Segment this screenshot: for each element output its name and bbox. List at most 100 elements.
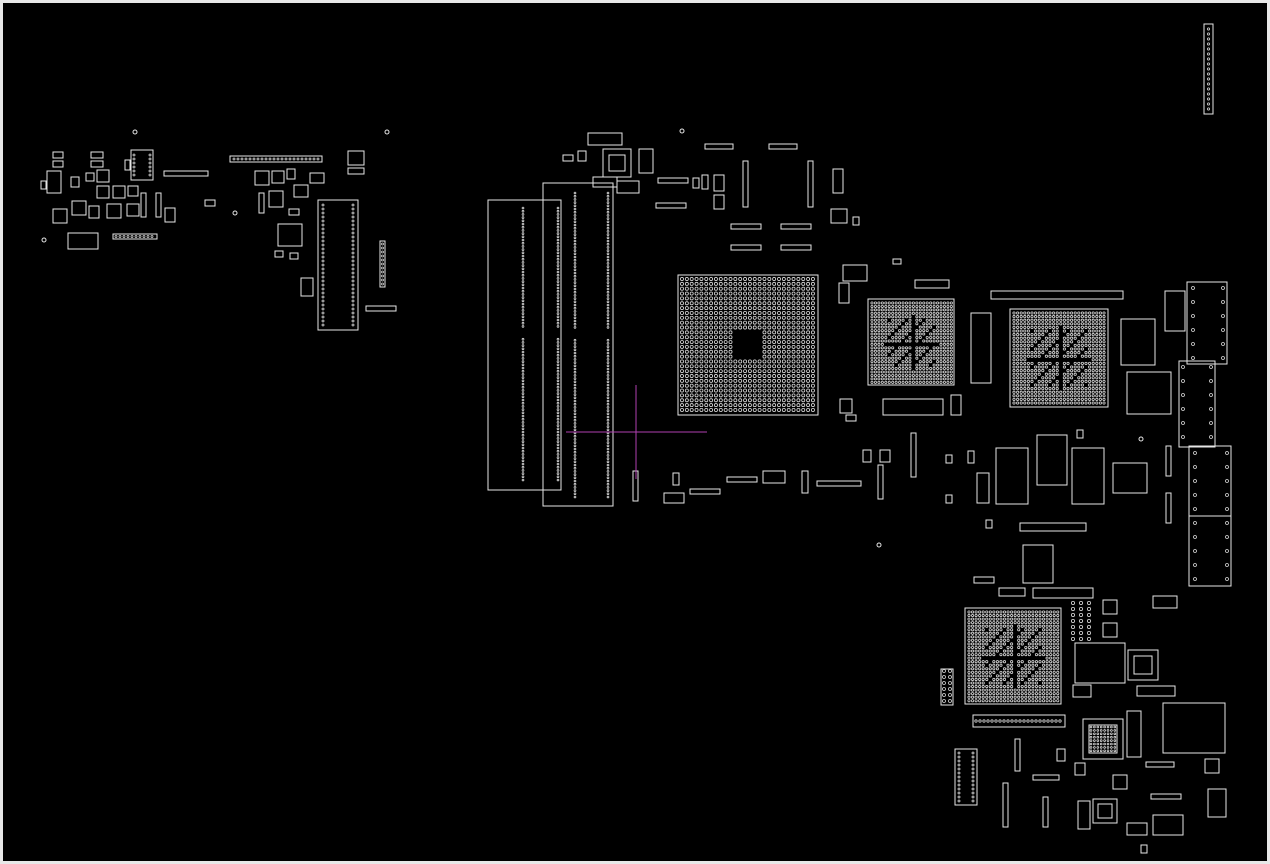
bga-ball [718,296,723,301]
slot-pin [606,495,610,499]
bga-ball [925,335,929,340]
bga-ball [1048,315,1052,319]
pcb-layout[interactable] [3,3,1267,861]
bga-ball [992,631,996,635]
boardview-canvas[interactable] [3,3,1267,861]
bga-ball [974,610,978,614]
bga-ball [738,291,743,296]
header-pin [321,291,325,295]
bga-ball [1080,394,1084,398]
slot-pin [521,385,525,389]
bga-ball [1095,372,1099,376]
bga-ball [1006,628,1010,632]
bga-ball [1044,390,1048,394]
slot-pin [521,453,525,456]
slot-pin [573,281,577,284]
bga-ball [1027,699,1031,703]
bga-ball [1052,656,1056,660]
bga-ball [1055,365,1059,369]
header-pin [321,271,325,275]
connector-pin [974,719,978,723]
bga-ball [932,356,936,360]
bga-ball [1088,333,1092,337]
bga-ball [1073,325,1077,329]
bga-ball [915,380,919,384]
bga-ball [1091,333,1095,337]
bga-ball [1091,365,1095,369]
bga-ball [995,688,999,692]
bga-ball [777,359,781,364]
ic-pin [1099,746,1103,749]
bga-ball [699,320,704,325]
pad-component [1152,595,1178,609]
bga-ball [1049,656,1053,660]
bga-ball [743,378,748,383]
bga-ball [1010,624,1014,628]
bga-ball [1019,315,1023,319]
via-pin [1071,619,1076,624]
bga-ball [684,286,689,291]
bga-ball [1095,343,1099,347]
bga-ball [1012,311,1016,315]
bga-ball [915,332,919,336]
port-pin [1181,393,1185,397]
bga-ball [796,315,801,320]
bga-ball [929,377,933,381]
bga-ball [1038,610,1042,614]
slot-pin [606,201,610,204]
bga-ball [880,373,884,377]
bga-ball [949,377,953,381]
bga-ball [1070,315,1074,319]
bga-ball [1041,315,1045,319]
bga-ball [796,291,801,296]
bga-ball [1052,660,1056,664]
bga-ball [925,377,929,381]
bga-ball [1017,614,1021,618]
bga-ball [939,377,943,381]
bga-ball [1084,336,1088,340]
slot-pin [606,470,610,473]
bga-ball [684,364,689,369]
bga-ball [1052,635,1056,639]
connector-pin [982,719,986,723]
slot-pin [573,489,577,492]
bga-ball [713,364,718,369]
via-pin [1087,631,1092,636]
bga-ball [733,359,738,364]
bga-ball [1098,361,1102,365]
header-pin [321,295,325,299]
bga-ball [1056,677,1060,681]
bga-ball [728,281,733,286]
bga-ball [791,407,796,412]
bga-ball [1088,347,1092,351]
bga-ball [738,388,743,393]
bga-ball [974,677,978,681]
slot-pin [573,479,577,483]
bga-ball [1023,390,1027,394]
bga-ball [939,380,943,384]
bga-ball [733,393,738,398]
bga-ball [738,310,743,315]
bga-ball [992,699,996,703]
left-component-cluster [40,129,397,331]
bga-ball [728,296,733,301]
slot-pin [521,398,525,402]
header-pin [351,215,355,219]
port-pin [1181,435,1185,439]
bga-ball [988,663,992,667]
header-pin [321,231,325,235]
bga-ball [978,645,982,650]
bga-ball [1038,653,1042,657]
bga-ball [1080,347,1084,351]
bga-ball [1026,390,1030,394]
bga-ball [747,374,752,378]
bga-ball [918,329,922,333]
bga-ball [747,325,752,330]
southbridge-ball-grid [1012,311,1106,405]
bga-ball [1041,379,1045,383]
slot-pin [556,229,560,232]
bga-ball [1012,390,1016,394]
bga-ball [772,277,777,281]
bga-ball [901,380,905,384]
bga-ball [925,367,929,371]
